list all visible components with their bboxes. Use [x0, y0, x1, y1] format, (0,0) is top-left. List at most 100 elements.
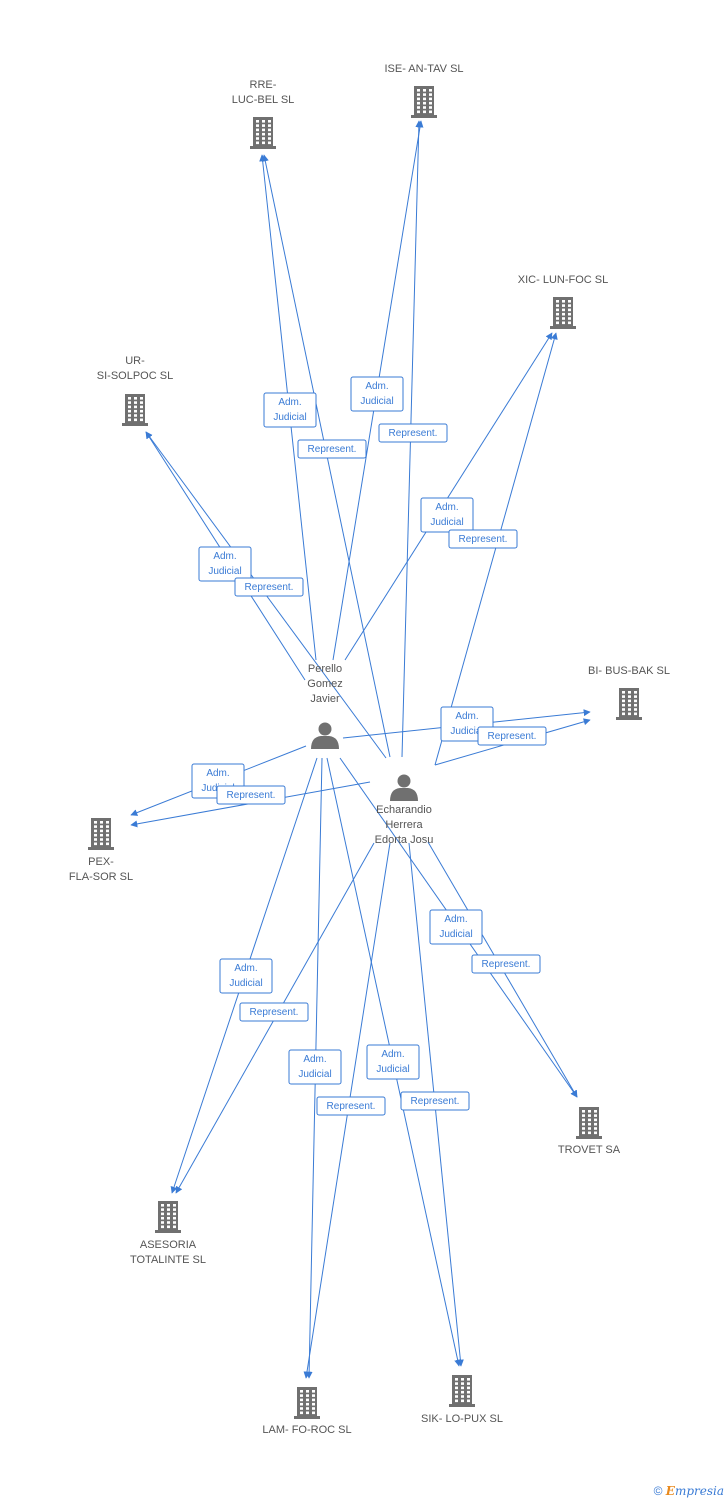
edges-layer — [130, 120, 591, 1379]
company-name: PEX- — [88, 856, 114, 868]
relation-label-box — [198, 546, 252, 582]
relation-label-box — [288, 1049, 342, 1085]
relation-label-text: Adm. — [435, 502, 458, 513]
relation-label-perello-trovet[interactable]: Adm. Judicial — [429, 909, 483, 945]
relation-label-box — [471, 954, 541, 974]
person-name: Perello — [308, 663, 342, 675]
company-name: BI- BUS-BAK SL — [588, 665, 670, 677]
company-name: TROVET SA — [558, 1144, 621, 1156]
relation-label-text: Adm. — [234, 963, 257, 974]
company-name: XIC- LUN-FOC SL — [518, 274, 608, 286]
relation-label-perello-asesoria[interactable]: Adm. Judicial — [219, 958, 273, 994]
relation-label-echarandio-bi[interactable]: Represent. — [477, 726, 547, 746]
relation-label-perello-lam[interactable]: Adm. Judicial — [288, 1049, 342, 1085]
relation-label-text: Judicial — [450, 726, 483, 737]
relation-label-box — [400, 1091, 470, 1111]
building-icon — [550, 297, 576, 329]
relation-label-box — [219, 958, 273, 994]
person-name: Herrera — [385, 819, 423, 831]
company-name: ASESORIA — [140, 1239, 197, 1251]
relation-label-perello-xic[interactable]: Adm.Judicial — [420, 497, 474, 533]
relation-label-text: Judicial — [439, 929, 472, 940]
relation-label-box — [429, 909, 483, 945]
person-icon — [311, 722, 339, 749]
relation-label-echarandio-rre[interactable]: Represent. — [297, 439, 367, 459]
relation-label-box — [239, 1002, 309, 1022]
relation-label-echarandio-ur[interactable]: Represent. — [234, 577, 304, 597]
relation-label-perello-sik[interactable]: Adm.Judicial — [366, 1044, 420, 1080]
relation-label-text: Adm. — [444, 914, 467, 925]
person-name: Edorta Josu — [375, 834, 434, 846]
relation-label-perello-ise[interactable]: Adm. Judicial — [350, 376, 404, 412]
relation-label-text: Represent. — [327, 1101, 376, 1112]
empresia-logo: Empresia — [666, 1484, 724, 1498]
company-name: FLA-SOR SL — [69, 871, 133, 883]
relation-label-echarandio-asesoria[interactable]: Represent. — [239, 1002, 309, 1022]
relation-label-text: Represent. — [482, 959, 531, 970]
building-icon — [576, 1107, 602, 1139]
company-node-pex[interactable]: PEX- FLA-SOR SL — [69, 818, 133, 883]
company-node-lam[interactable]: LAM- FO-ROC SL — [262, 1387, 352, 1436]
relation-label-text: Represent. — [250, 1007, 299, 1018]
relation-label-box — [263, 392, 317, 428]
copyright-symbol: © — [653, 1484, 663, 1498]
company-name: UR- — [125, 355, 145, 367]
relation-label-text: Represent. — [308, 444, 357, 455]
relation-label-echarandio-xic[interactable]: Represent. — [448, 529, 518, 549]
person-name: Javier — [310, 693, 340, 705]
edge-labels-layer: Adm.JudicialRepresent.Adm.JudicialRepres… — [191, 376, 547, 1116]
relation-label-perello-rre[interactable]: Adm.Judicial — [263, 392, 317, 428]
relation-label-box — [234, 577, 304, 597]
relation-label-text: Adm. — [365, 381, 388, 392]
company-name: SIK- LO-PUX SL — [421, 1413, 503, 1425]
relation-label-text: Judicial — [298, 1069, 331, 1080]
relation-label-text: Judicial — [229, 978, 262, 989]
company-node-ise[interactable]: ISE- AN-TAV SL — [384, 63, 464, 118]
relation-label-box — [297, 439, 367, 459]
company-node-xic[interactable]: XIC- LUN-FOC SL — [518, 274, 608, 329]
relation-label-text: Adm. — [278, 397, 301, 408]
company-node-trovet[interactable]: TROVET SA — [558, 1107, 621, 1156]
company-name: LAM- FO-ROC SL — [262, 1424, 351, 1436]
company-node-ur[interactable]: UR- SI-SOLPOC SL — [97, 355, 173, 426]
relation-label-text: Adm. — [381, 1049, 404, 1060]
relation-label-box — [366, 1044, 420, 1080]
building-icon — [616, 688, 642, 720]
relation-label-text: Judicial — [360, 396, 393, 407]
building-icon — [155, 1201, 181, 1233]
brand-name: mpresia — [674, 1484, 724, 1498]
relation-label-perello-ur[interactable]: Adm.Judicial — [198, 546, 252, 582]
relation-label-text: Represent. — [411, 1096, 460, 1107]
relation-label-echarandio-ise[interactable]: Represent. — [378, 423, 448, 443]
relation-label-echarandio-pex[interactable]: Represent. — [216, 785, 286, 805]
building-icon — [88, 818, 114, 850]
relation-label-box — [316, 1096, 386, 1116]
relation-label-text: Represent. — [459, 534, 508, 545]
footer-brand[interactable]: © Empresia — [654, 1484, 724, 1498]
company-node-sik[interactable]: SIK- LO-PUX SL — [421, 1375, 503, 1425]
relation-label-box — [378, 423, 448, 443]
relation-label-text: Adm. — [303, 1054, 326, 1065]
company-name: TOTALINTE SL — [130, 1254, 206, 1266]
company-node-bi[interactable]: BI- BUS-BAK SL — [588, 665, 670, 720]
relation-label-echarandio-trovet[interactable]: Represent. — [471, 954, 541, 974]
relation-label-echarandio-lam[interactable]: Represent. — [316, 1096, 386, 1116]
company-name: RRE- — [250, 79, 277, 91]
person-name: Gomez — [307, 678, 342, 690]
company-node-asesoria[interactable]: ASESORIA TOTALINTE SL — [130, 1201, 206, 1266]
company-name: SI-SOLPOC SL — [97, 370, 173, 382]
relation-edge-perello-xic — [344, 332, 553, 661]
building-icon — [122, 394, 148, 426]
relation-label-text: Adm. — [206, 768, 229, 779]
relation-label-echarandio-sik[interactable]: Represent. — [400, 1091, 470, 1111]
relation-label-text: Represent. — [488, 731, 537, 742]
company-node-rre[interactable]: RRE-LUC-BEL SL — [232, 79, 295, 149]
building-icon — [250, 117, 276, 149]
building-icon — [449, 1375, 475, 1407]
company-name: ISE- AN-TAV SL — [384, 63, 463, 75]
relation-label-text: Adm. — [213, 551, 236, 562]
relation-label-text: Adm. — [455, 711, 478, 722]
